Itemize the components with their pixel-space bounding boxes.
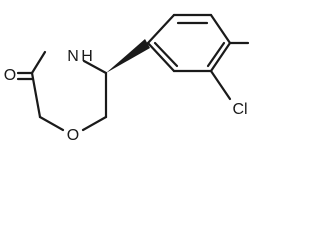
atom-h-on-n: H (81, 48, 93, 65)
bond-inner-2 (206, 41, 226, 68)
atom-o-carbonyl: O (4, 67, 16, 84)
bond-o1-c6 (81, 115, 108, 132)
bond-c3-n4 (30, 50, 47, 75)
atom-cl: Cl (232, 101, 247, 118)
stereo-wedge-bond (106, 39, 150, 73)
bond-c3-c2 (30, 71, 42, 119)
atom-n: N (67, 48, 79, 65)
structure-canvas: O N H O Cl (3, 13, 250, 145)
bond-chloro (209, 69, 232, 101)
bond-c5-n4 (82, 59, 108, 75)
atom-o-ring: O (67, 127, 79, 144)
bond-ring-1 (146, 13, 176, 45)
bond-inner-3 (153, 41, 179, 68)
chemical-structure: O N H O Cl (4, 13, 250, 144)
bond-ring-3 (209, 13, 232, 45)
bond-ring-4 (209, 41, 232, 73)
bond-c2-o1 (38, 115, 65, 132)
bond-ring-6 (146, 41, 176, 73)
